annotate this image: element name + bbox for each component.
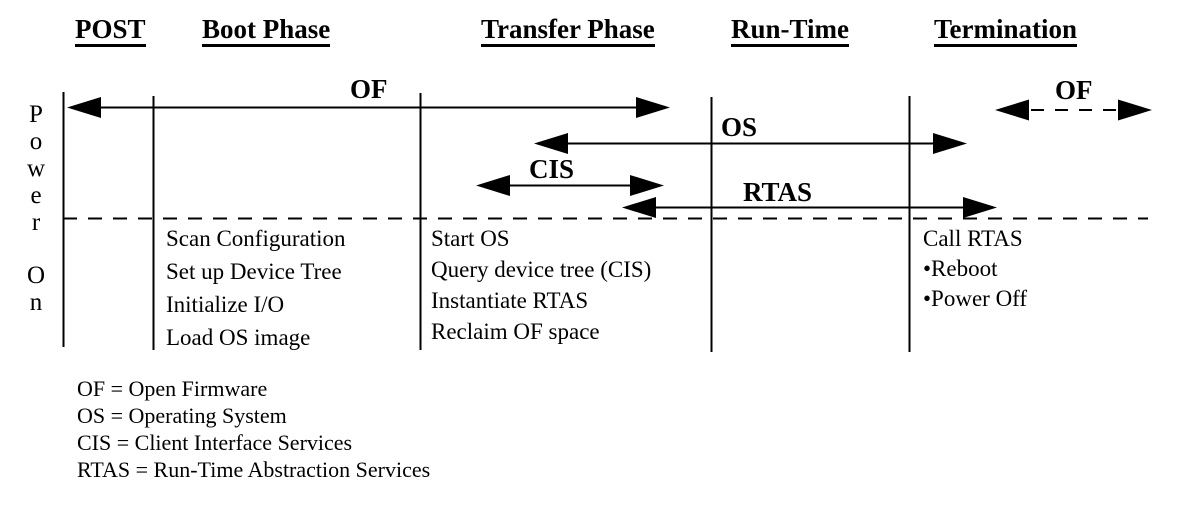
boot-task: Initialize I/O xyxy=(166,292,285,317)
of-termination-arrow xyxy=(995,99,1152,121)
termination-task: •Reboot xyxy=(923,256,998,281)
header-run-time: Run-Time xyxy=(731,16,850,47)
header-boot-phase: Boot Phase xyxy=(202,16,331,47)
os-label: OS xyxy=(721,112,758,142)
transfer-task: Query device tree (CIS) xyxy=(431,257,652,282)
termination-tasks: Call RTAS •Reboot •Power Off xyxy=(923,224,1027,314)
cis-arrow xyxy=(476,175,664,196)
os-arrow xyxy=(534,133,967,154)
boot-task: Scan Configuration xyxy=(166,226,346,251)
cis-arrowhead-right xyxy=(630,175,664,196)
cis-label: CIS xyxy=(529,154,575,184)
legend-entry: RTAS = Run-Time Abstraction Services xyxy=(77,457,431,482)
boot-task: Load OS image xyxy=(166,325,311,350)
boot-task: Set up Device Tree xyxy=(166,259,342,284)
transfer-task: Instantiate RTAS xyxy=(431,288,589,313)
transfer-phase-tasks: Start OS Query device tree (CIS) Instantia… xyxy=(431,223,651,347)
header-termination: Termination xyxy=(934,16,1078,47)
termination-task: Call RTAS xyxy=(923,226,1023,251)
header-transfer-phase: Transfer Phase xyxy=(481,16,655,47)
transfer-task: Start OS xyxy=(431,226,510,251)
of-arrowhead-right xyxy=(636,97,670,118)
termination-task: •Power Off xyxy=(923,286,1028,311)
legend-entry: OS = Operating System xyxy=(77,403,287,428)
cis-arrowhead-left xyxy=(476,175,510,196)
rtas-label: RTAS xyxy=(743,177,813,207)
of-termination-arrowhead-left xyxy=(995,99,1029,121)
power-on-letter: e xyxy=(30,182,42,209)
header-post: POST xyxy=(75,16,146,47)
power-on-letter: o xyxy=(29,128,43,155)
of-termination-arrowhead-right xyxy=(1118,99,1152,121)
of-arrow xyxy=(67,97,670,118)
rtas-arrow xyxy=(622,197,997,218)
os-arrowhead-right xyxy=(933,133,967,154)
rtas-arrowhead-right xyxy=(963,197,997,218)
power-on-letter: n xyxy=(29,289,43,316)
of-arrowhead-left xyxy=(67,97,101,118)
legend-entry: CIS = Client Interface Services xyxy=(77,430,353,455)
legend-entry: OF = Open Firmware xyxy=(77,376,268,401)
power-on-letter: r xyxy=(31,209,41,236)
power-on-letter: P xyxy=(29,101,43,128)
rtas-arrowhead-left xyxy=(622,197,656,218)
power-on-letter: O xyxy=(26,262,46,289)
os-arrowhead-left xyxy=(534,133,568,154)
power-on-letter: w xyxy=(26,155,46,182)
of-termination-label: OF xyxy=(1055,75,1093,105)
of-label: OF xyxy=(350,74,388,104)
transfer-task: Reclaim OF space xyxy=(431,319,600,344)
